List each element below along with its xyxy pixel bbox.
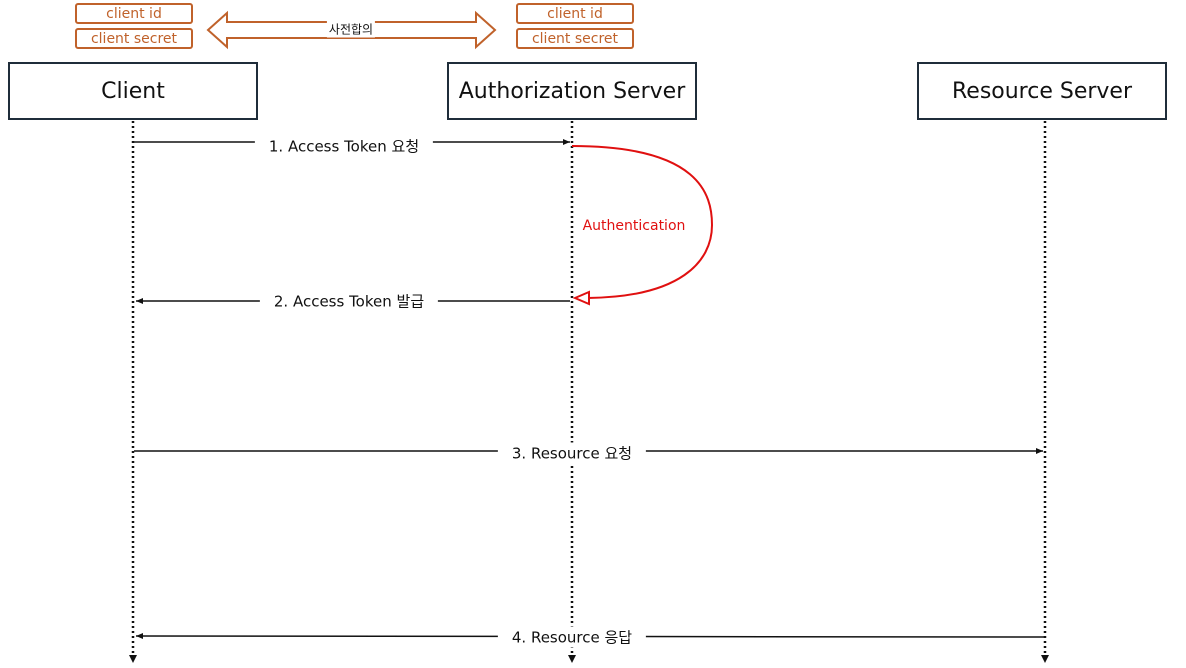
client-id-tag-client: client id xyxy=(75,3,193,24)
lifeline-end-client xyxy=(129,655,137,663)
actor-resource-server: Resource Server xyxy=(917,62,1167,120)
lifeline-end-resource-server xyxy=(1041,655,1049,663)
lifeline-end-authorization-server xyxy=(568,655,576,663)
authentication-loop-curve xyxy=(571,145,714,299)
actor-client: Client xyxy=(8,62,258,120)
authentication-label: Authentication xyxy=(582,218,686,234)
message-label-4: 4. Resource 응답 xyxy=(497,626,647,648)
message-label-1: 1. Access Token 요청 xyxy=(254,135,434,157)
client-secret-tag-client: client secret xyxy=(75,28,193,49)
actor-authorization-server: Authorization Server xyxy=(447,62,697,120)
message-label-2: 2. Access Token 발급 xyxy=(259,290,439,312)
client-id-tag-server: client id xyxy=(516,3,634,24)
client-secret-tag-server: client secret xyxy=(516,28,634,49)
authentication-loop-arrowhead xyxy=(572,290,590,306)
agreement-label: 사전합의 xyxy=(326,20,376,38)
message-label-3: 3. Resource 요청 xyxy=(497,442,647,464)
